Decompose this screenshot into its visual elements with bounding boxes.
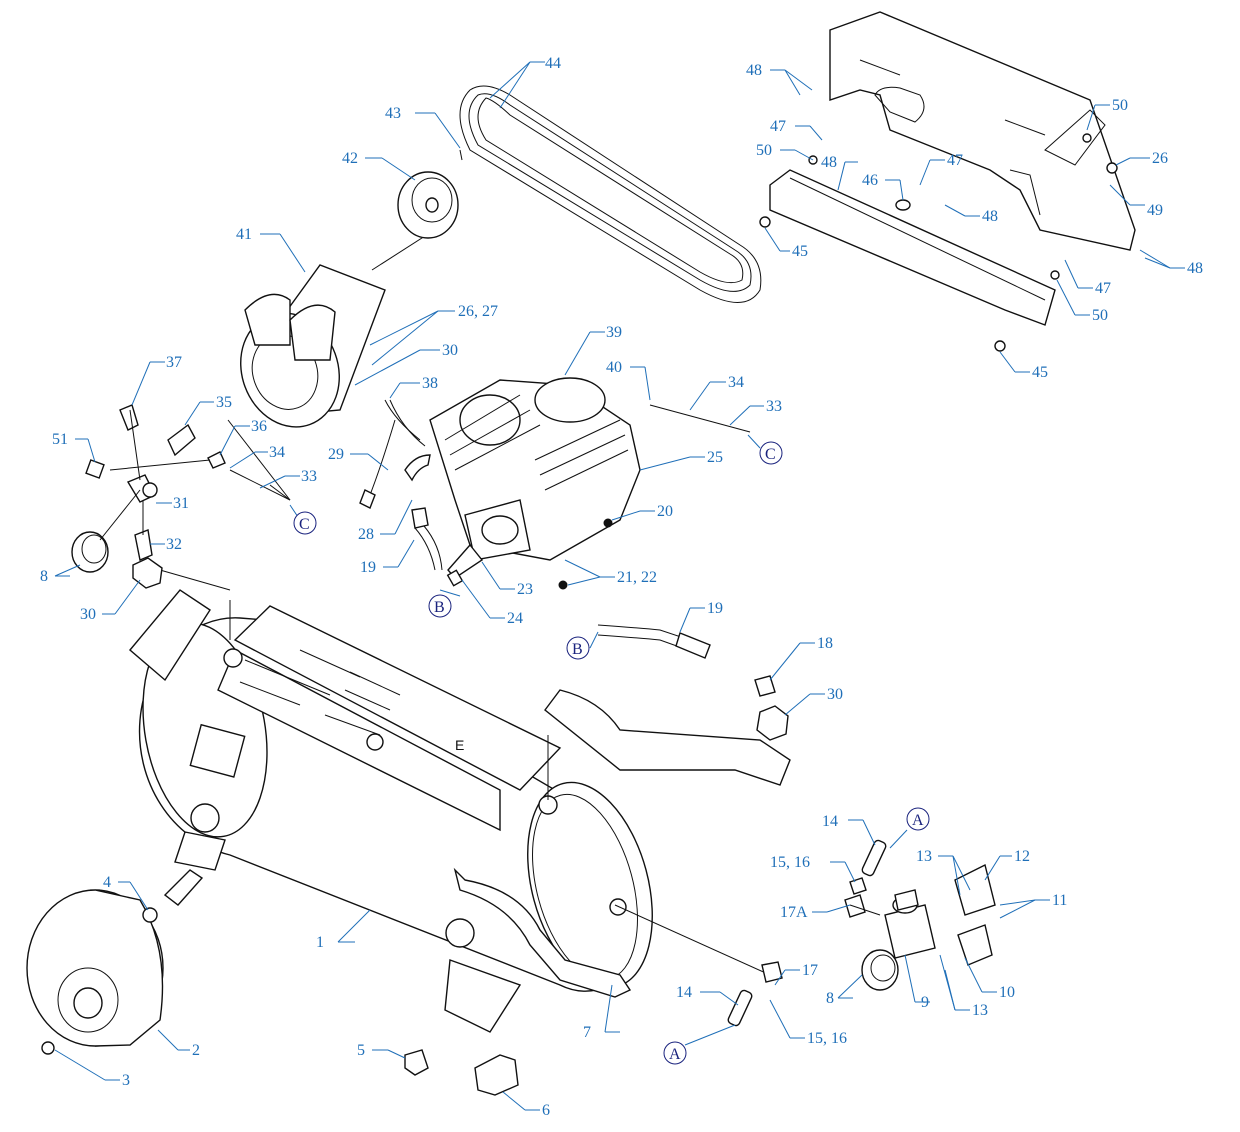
callout-34: 34 (269, 444, 285, 461)
callout-37: 37 (166, 354, 182, 371)
callout-3: 3 (122, 1072, 130, 1089)
callout-50: 50 (1112, 97, 1128, 114)
leader-lines (54, 61, 1185, 1111)
callout-35: 35 (216, 394, 232, 411)
callout-12: 12 (1014, 848, 1030, 865)
callout-45: 45 (792, 243, 808, 260)
callout-33: 33 (301, 468, 317, 485)
callout-33: 33 (766, 398, 782, 415)
regulator (727, 839, 996, 1027)
ref-b-line: B (566, 636, 590, 660)
callout-7: 7 (583, 1024, 591, 1041)
callout-28: 28 (358, 526, 374, 543)
callout-24: 24 (507, 610, 523, 627)
hoses (159, 399, 789, 976)
callout-26: 26 (1152, 150, 1168, 167)
callout-47: 47 (947, 152, 963, 169)
callout-48: 48 (982, 208, 998, 225)
callout-47: 47 (1095, 280, 1111, 297)
callout-18: 18 (817, 635, 833, 652)
callout-49: 49 (1147, 202, 1163, 219)
wheel (26, 889, 164, 1055)
ref-a-bottom: A (663, 1041, 687, 1065)
callout-43: 43 (385, 105, 401, 122)
callout-40: 40 (606, 359, 622, 376)
callout-50: 50 (1092, 307, 1108, 324)
svg-text:E: E (455, 737, 464, 753)
ref-a-top: A (906, 807, 930, 831)
callout-42: 42 (342, 150, 358, 167)
callout-2: 2 (192, 1042, 200, 1059)
callout-47: 47 (770, 118, 786, 135)
svg-text:C: C (765, 446, 776, 463)
callout-30: 30 (827, 686, 843, 703)
callout-17: 17 (802, 962, 818, 979)
ref-c-right: C (759, 441, 783, 465)
svg-text:A: A (669, 1046, 681, 1063)
parts-artwork: E (26, 11, 1136, 1096)
callout-5: 5 (357, 1042, 365, 1059)
callout-15-16: 15, 16 (770, 854, 810, 871)
callout-13: 13 (916, 848, 932, 865)
callout-20: 20 (657, 503, 673, 520)
callout-23: 23 (517, 581, 533, 598)
callout-9: 9 (921, 994, 929, 1011)
callout-29: 29 (328, 446, 344, 463)
belt (459, 85, 762, 303)
motor (240, 219, 451, 428)
callout-30: 30 (80, 606, 96, 623)
svg-text:B: B (434, 599, 445, 616)
callout-21-22: 21, 22 (617, 569, 657, 586)
callout-17A: 17A (780, 904, 808, 921)
callout-15-16: 15, 16 (807, 1030, 847, 1047)
callout-39: 39 (606, 324, 622, 341)
callout-labels: 44 43 42 41 26, 27 30 37 35 36 34 33 51 … (40, 55, 1203, 1119)
callout-45: 45 (1032, 364, 1048, 381)
callout-13: 13 (972, 1002, 988, 1019)
callout-36: 36 (251, 418, 267, 435)
svg-text:A: A (912, 812, 924, 829)
callout-6: 6 (542, 1102, 550, 1119)
callout-51: 51 (52, 431, 68, 448)
callout-10: 10 (999, 984, 1015, 1001)
callout-19: 19 (707, 600, 723, 617)
callout-46: 46 (862, 172, 878, 189)
callout-48: 48 (746, 62, 762, 79)
callout-26-27: 26, 27 (458, 303, 498, 320)
callout-32: 32 (166, 536, 182, 553)
ref-c-left: C (293, 511, 317, 535)
callout-50: 50 (756, 142, 772, 159)
air-tank: E (129, 589, 791, 1033)
callout-31: 31 (173, 495, 189, 512)
callout-48: 48 (1187, 260, 1203, 277)
callout-1: 1 (316, 934, 324, 951)
callout-11: 11 (1052, 892, 1067, 909)
callout-25: 25 (707, 449, 723, 466)
callout-48: 48 (821, 154, 837, 171)
callout-41: 41 (236, 226, 252, 243)
callout-34: 34 (728, 374, 744, 391)
callout-38: 38 (422, 375, 438, 392)
callout-19: 19 (360, 559, 376, 576)
callout-30: 30 (442, 342, 458, 359)
callout-8: 8 (40, 568, 48, 585)
motor-pulley (397, 149, 463, 239)
svg-text:C: C (299, 516, 310, 533)
callout-4: 4 (103, 874, 111, 891)
connection-references: C C B B A A (293, 441, 930, 1065)
callout-14: 14 (822, 813, 838, 830)
callout-44: 44 (545, 55, 561, 72)
ref-b-pump: B (428, 594, 452, 618)
svg-text:B: B (572, 641, 583, 658)
callout-8: 8 (826, 990, 834, 1007)
callout-14: 14 (676, 984, 692, 1001)
pump (429, 377, 641, 590)
belt-guard (759, 11, 1136, 352)
